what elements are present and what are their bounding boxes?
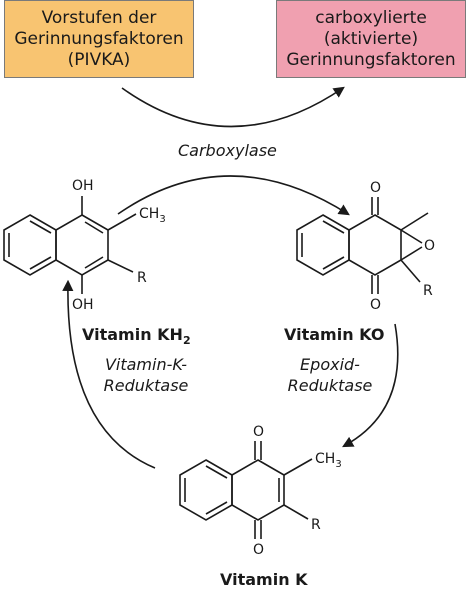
k-o-bottom: O (253, 542, 264, 558)
k-o-top: O (253, 424, 264, 440)
pivka-box: Vorstufen der Gerinnungsfaktoren (PIVKA) (4, 0, 194, 78)
epoxide-reductase-arrow (342, 323, 399, 448)
vitamin-kh2-label: Vitamin KH2 (82, 325, 191, 347)
carboxylase-label: Carboxylase (178, 141, 277, 160)
vitamin-k-reductase-line-2: Reduktase (103, 376, 189, 395)
kh2-oh-bottom: OH (72, 297, 94, 313)
vitamin-kh2-subscript: 2 (182, 334, 191, 348)
carboxylated-factors-box: carboxylierte (aktivierte) Gerinnungsfak… (276, 0, 466, 78)
kh2-ch3-main: CH (139, 206, 159, 222)
pivka-box-line-1: Vorstufen der (41, 7, 157, 28)
vitamin-ko-label: Vitamin KO (284, 325, 385, 344)
ko-o-epoxide: O (424, 238, 435, 254)
epoxide-reductase-line-2: Reduktase (287, 376, 373, 395)
kh2-r: R (137, 270, 147, 286)
carboxylated-box-line-3: Gerinnungsfaktoren (286, 49, 456, 70)
carboxylated-box-line-2: (aktivierte) (323, 28, 419, 49)
k-ch3-main: CH (315, 451, 335, 467)
vitamin-k-label: Vitamin K (220, 570, 308, 589)
kh2-ch3-sub: 3 (159, 214, 165, 225)
vitamin-kh2-name: Vitamin KH (82, 325, 183, 344)
carboxylated-box-line-1: carboxylierte (315, 7, 427, 28)
vitamin-ko-structure (296, 197, 429, 294)
vitamin-k-structure (179, 441, 313, 539)
carboxylase-arrow (117, 175, 350, 216)
pivka-to-carboxylated-arrow (121, 86, 345, 128)
ko-r: R (423, 283, 433, 299)
epoxide-reductase-line-1: Epoxid- (300, 355, 360, 374)
kh2-ch3: CH3 (139, 206, 166, 225)
k-ch3: CH3 (315, 451, 342, 470)
kh2-oh-top: OH (72, 178, 94, 194)
ko-o-bottom: O (370, 297, 381, 313)
k-ch3-sub: 3 (335, 459, 341, 470)
pivka-box-line-2: Gerinnungsfaktoren (14, 28, 184, 49)
vitamin-kh2-structure (3, 196, 137, 294)
ko-o-top: O (370, 180, 381, 196)
pivka-box-line-3: (PIVKA) (67, 49, 131, 70)
k-r: R (311, 517, 321, 533)
vitamin-k-reductase-line-1: Vitamin-K- (104, 355, 188, 374)
vitamin-k-reductase-label: Vitamin-K- Reduktase (94, 354, 198, 396)
epoxide-reductase-label: Epoxid- Reduktase (282, 354, 378, 396)
vitamin-k-reductase-arrow (62, 279, 156, 469)
